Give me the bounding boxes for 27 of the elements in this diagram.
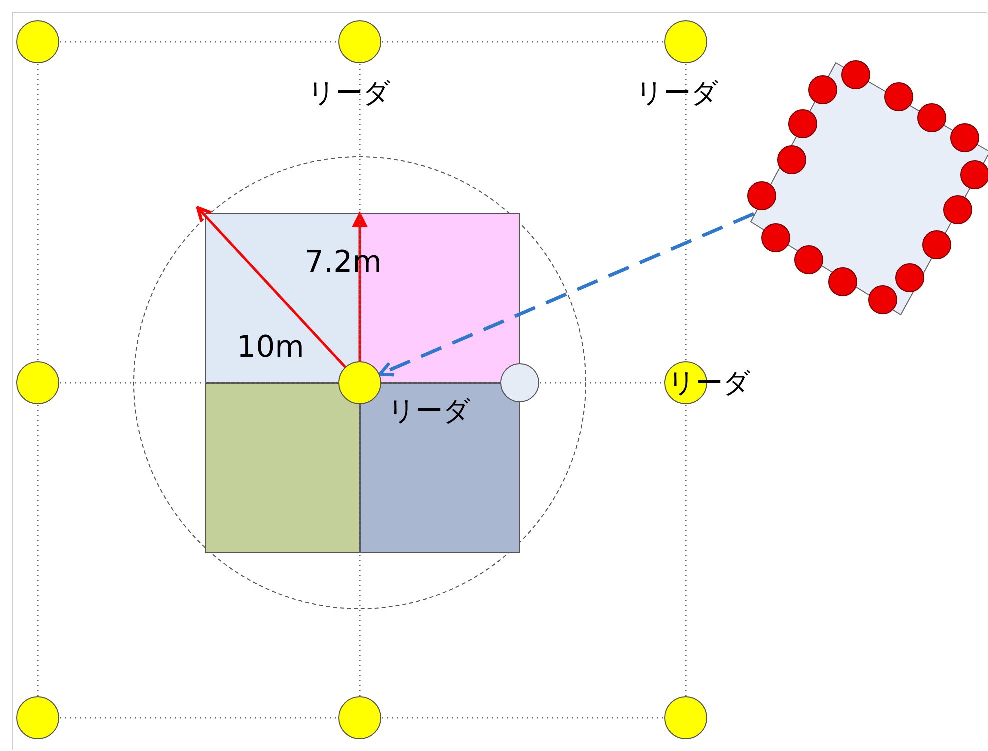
dotted-line bbox=[359, 64, 361, 361]
circle-node bbox=[16, 696, 60, 740]
dotted-line bbox=[382, 382, 500, 384]
dotted-line bbox=[382, 717, 664, 719]
circle-node bbox=[338, 20, 382, 64]
circle-node bbox=[16, 20, 60, 64]
node-caption: リーダ bbox=[388, 398, 471, 425]
circle-node bbox=[664, 20, 708, 64]
dotted-line bbox=[685, 405, 687, 696]
circle-node bbox=[338, 361, 382, 405]
dotted-line bbox=[60, 717, 338, 719]
dotted-line bbox=[37, 64, 39, 361]
dotted-line bbox=[60, 41, 338, 43]
dotted-line bbox=[37, 405, 39, 696]
dotted-line bbox=[382, 41, 664, 43]
node-caption: リーダ bbox=[308, 80, 391, 107]
circle-node bbox=[500, 363, 540, 403]
dotted-line bbox=[685, 64, 687, 361]
dashed-arrow bbox=[378, 212, 755, 377]
dimension-label: 10m bbox=[237, 333, 304, 363]
node-caption: リーダ bbox=[636, 80, 719, 107]
dotted-line bbox=[60, 382, 338, 384]
circle-node bbox=[664, 696, 708, 740]
dotted-line bbox=[540, 382, 664, 384]
circle-node bbox=[338, 696, 382, 740]
dotted-line bbox=[359, 405, 361, 696]
circle-node bbox=[16, 361, 60, 405]
